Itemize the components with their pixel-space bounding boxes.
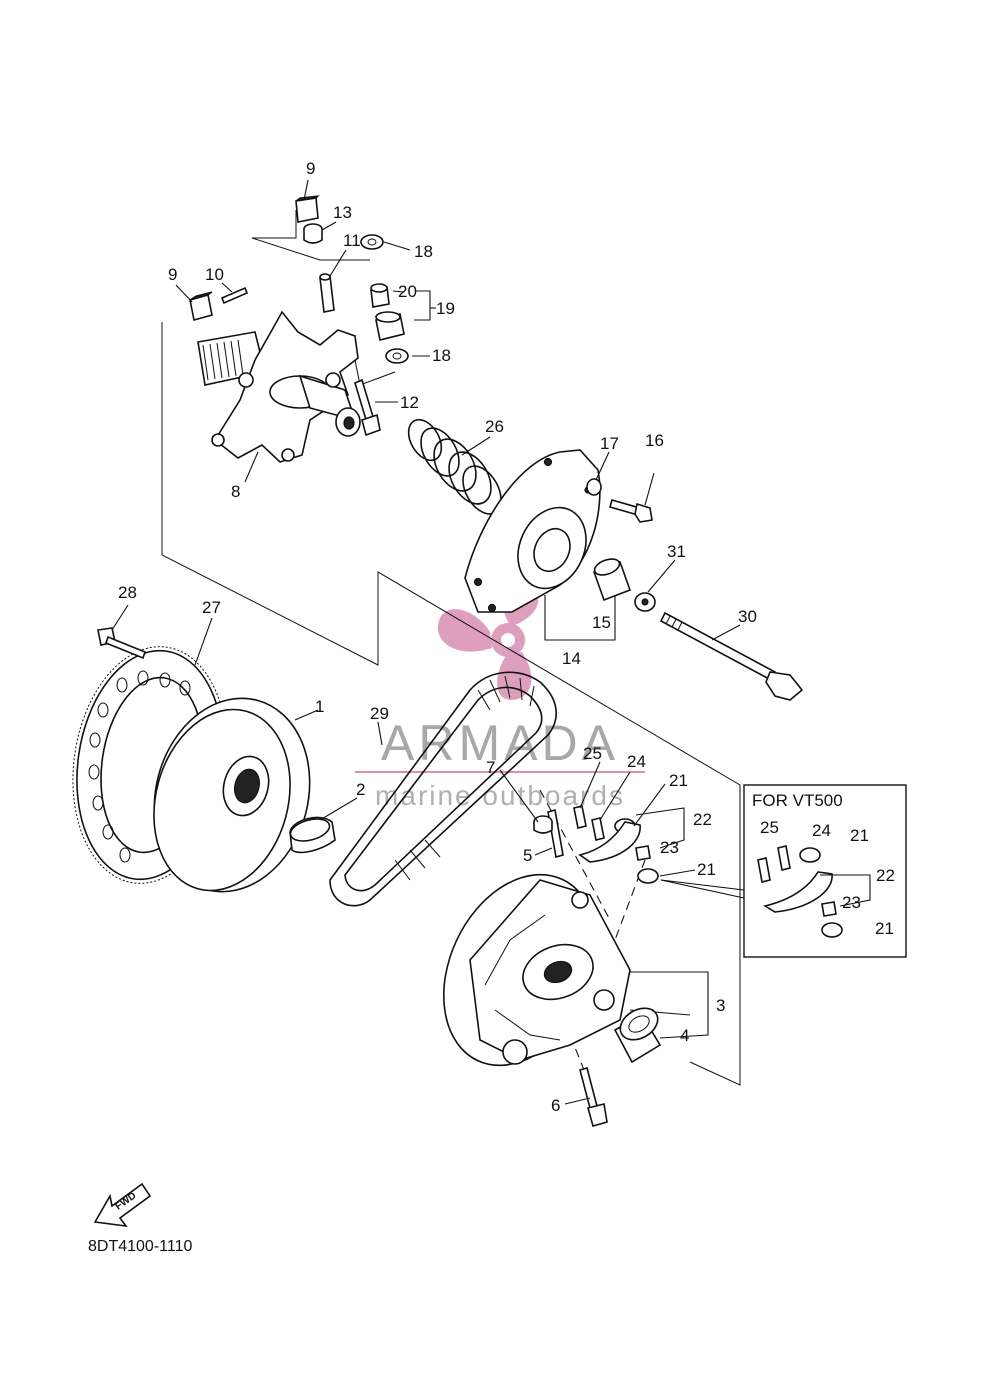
- part-13-cap: [303, 223, 323, 244]
- part-31-washer: [634, 592, 656, 612]
- callout-1: 1: [315, 697, 324, 716]
- callout-20: 20: [398, 282, 417, 301]
- part-26-spring: [407, 418, 502, 515]
- callout-18-top: 18: [414, 242, 433, 261]
- callout-14: 14: [562, 649, 581, 668]
- callout-27: 27: [202, 598, 221, 617]
- part-12-bolt: [354, 378, 381, 437]
- part-24-pin: [591, 817, 605, 841]
- part-6-bolt: [579, 1067, 608, 1127]
- callout-18-bottom: 18: [432, 346, 451, 365]
- callout-labels: 9 13 11 18 9 10 20 19 18 12 8 26 17 16 3…: [118, 159, 895, 1115]
- callout-7: 7: [486, 758, 495, 777]
- callout-11: 11: [343, 231, 361, 250]
- callout-16: 16: [645, 431, 664, 450]
- part-9-slider-left: [189, 291, 213, 322]
- inset-callout-24: 24: [812, 821, 831, 840]
- callout-9-top: 9: [306, 159, 315, 178]
- part-23-roller: [635, 845, 651, 861]
- watermark-tagline: marine outboards: [375, 780, 625, 811]
- callout-17: 17: [600, 434, 619, 453]
- part-25-pin: [573, 805, 587, 829]
- part-3-movable-sheave: [442, 873, 631, 1067]
- part-21-washer-bottom: [637, 868, 659, 884]
- inset-callout-21-bottom: 21: [875, 919, 894, 938]
- callout-13: 13: [333, 203, 352, 222]
- inset-callout-21-top: 21: [850, 826, 869, 845]
- part-29-drive-belt: [329, 671, 557, 907]
- part-9-slider-top: [295, 195, 320, 223]
- part-28-bolt: [97, 627, 146, 660]
- callout-26: 26: [485, 417, 504, 436]
- part-15-bushing: [592, 558, 632, 602]
- callout-12: 12: [400, 393, 419, 412]
- callout-24: 24: [627, 752, 646, 771]
- fwd-arrow: FWD: [93, 1182, 152, 1228]
- callout-9-left: 9: [168, 265, 177, 284]
- callout-29: 29: [370, 704, 389, 723]
- part-30-long-bolt: [659, 611, 804, 701]
- inset-callout-23: 23: [842, 893, 861, 912]
- callout-30: 30: [738, 607, 757, 626]
- callout-5: 5: [523, 846, 532, 865]
- part-19-bushing: [375, 311, 405, 341]
- callout-31: 31: [667, 542, 686, 561]
- callout-22: 22: [693, 810, 712, 829]
- callout-15: 15: [592, 613, 611, 632]
- part-16-bolt: [609, 499, 653, 523]
- part-10-pin: [220, 286, 249, 305]
- part-17-washer: [586, 478, 602, 496]
- callout-25: 25: [583, 744, 602, 763]
- callout-6: 6: [551, 1096, 560, 1115]
- inset-box: [660, 784, 907, 958]
- part-7-nut: [533, 815, 553, 834]
- callout-10: 10: [205, 265, 224, 284]
- callout-21-top: 21: [669, 771, 688, 790]
- inset-callout-25: 25: [760, 818, 779, 837]
- callout-28: 28: [118, 583, 137, 602]
- callout-4: 4: [680, 1026, 689, 1045]
- callout-19: 19: [436, 299, 455, 318]
- leader-lines: [111, 179, 871, 1105]
- watermark-brand: ARMADA: [381, 715, 619, 771]
- callout-21-bottom: 21: [697, 860, 716, 879]
- part-20-bushing: [370, 283, 390, 308]
- inset-callout-22: 22: [876, 866, 895, 885]
- part-18-washer-top: [360, 234, 384, 250]
- callout-8: 8: [231, 482, 240, 501]
- part-11-pin: [319, 273, 335, 313]
- inset-title: FOR VT500: [752, 791, 843, 810]
- part-2-collar: [289, 816, 336, 854]
- callout-2: 2: [356, 780, 365, 799]
- part-8-spider-shaft: [197, 310, 361, 463]
- part-18-washer-bottom: [385, 348, 409, 364]
- part-1-fixed-sheave: [153, 697, 311, 893]
- callout-23: 23: [660, 838, 679, 857]
- part-4-collar: [613, 1007, 662, 1064]
- part-5-pin: [547, 808, 564, 859]
- diagram-code: 8DT4100-1110: [88, 1238, 192, 1255]
- part-14-cover: [464, 449, 601, 613]
- callout-3: 3: [716, 996, 725, 1015]
- part-22-weight: [578, 821, 641, 863]
